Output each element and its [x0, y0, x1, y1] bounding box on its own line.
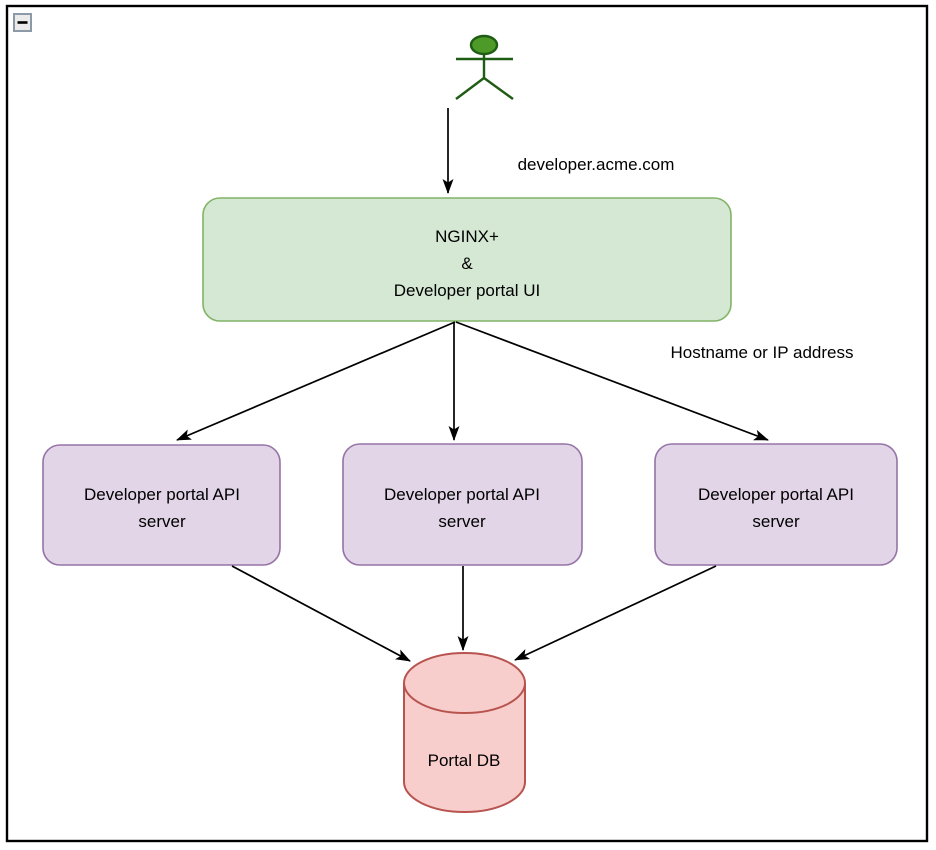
edge-server-1-to-db[interactable] — [231, 565, 411, 662]
api-server-box-2[interactable]: Developer portal API server — [342, 443, 583, 566]
api-server-box-1-label-line1: Developer portal API — [84, 485, 240, 504]
api-server-box-3-label-line1: Developer portal API — [698, 485, 854, 504]
portal-db-cylinder-body[interactable] — [403, 652, 526, 813]
nginx-box[interactable]: NGINX+ & Developer portal UI — [202, 197, 732, 322]
edge-nginx-to-server-3[interactable] — [455, 321, 769, 441]
portal-db-label: Portal DB — [428, 751, 501, 770]
edge-label-user-to-nginx: developer.acme.com — [518, 155, 675, 174]
api-server-box-1[interactable]: Developer portal API server — [42, 444, 281, 566]
person-icon[interactable] — [455, 34, 514, 100]
api-server-box-2-label-line1: Developer portal API — [384, 485, 540, 504]
api-server-box-3[interactable]: Developer portal API server — [654, 443, 898, 566]
api-server-box-3-label-line2: server — [752, 512, 800, 531]
nginx-box-shape[interactable] — [202, 197, 732, 322]
nginx-box-label-line3: Developer portal UI — [394, 281, 540, 300]
actor-leg-right — [483, 77, 514, 100]
api-server-box-2-shape[interactable] — [342, 443, 583, 566]
nginx-box-label-line1: NGINX+ — [435, 227, 499, 246]
portal-db-cylinder-rim — [403, 682, 526, 714]
api-server-box-1-shape[interactable] — [42, 444, 281, 566]
api-server-box-2-label-line2: server — [438, 512, 486, 531]
collapse-button[interactable] — [13, 13, 32, 32]
edge-server-3-to-db[interactable] — [514, 565, 717, 661]
api-server-box-3-shape[interactable] — [654, 443, 898, 566]
actor-leg-left — [455, 77, 485, 100]
portal-db-cylinder[interactable]: Portal DB — [403, 652, 526, 813]
nginx-box-label-line2: & — [461, 254, 473, 273]
actor-head — [469, 34, 499, 56]
api-server-box-1-label-line2: server — [138, 512, 186, 531]
edge-label-hostname: Hostname or IP address — [671, 343, 854, 362]
edge-nginx-to-server-1[interactable] — [176, 321, 456, 441]
